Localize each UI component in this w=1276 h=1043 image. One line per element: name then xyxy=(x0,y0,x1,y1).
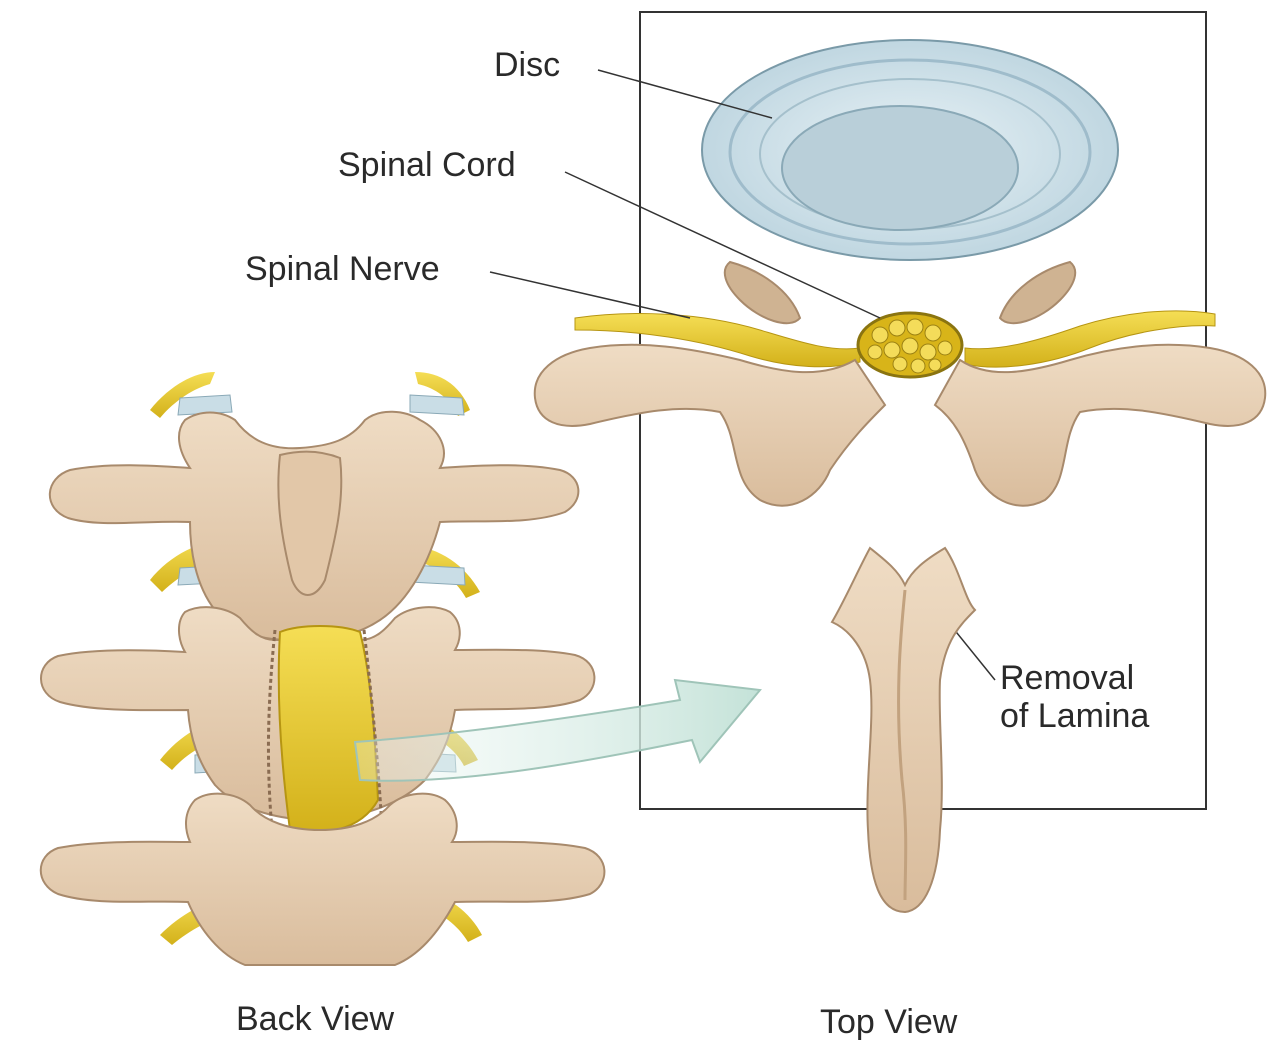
exposed-spinal-cord xyxy=(279,626,378,832)
spinal-nerve-label: Spinal Nerve xyxy=(245,250,440,288)
removal-label-line1: Removal xyxy=(1000,659,1149,697)
disc-side-2 xyxy=(410,395,464,415)
top-view-caption: Top View xyxy=(820,1003,957,1042)
spine-back-view xyxy=(41,372,605,965)
disc-nucleus xyxy=(782,106,1018,230)
removal-of-lamina-label: Removal of Lamina xyxy=(1000,659,1149,735)
back-view-caption: Back View xyxy=(236,1000,394,1039)
removal-label-line2: of Lamina xyxy=(1000,697,1149,735)
spinal-cord-label: Spinal Cord xyxy=(338,146,516,184)
disc-label: Disc xyxy=(494,46,560,84)
